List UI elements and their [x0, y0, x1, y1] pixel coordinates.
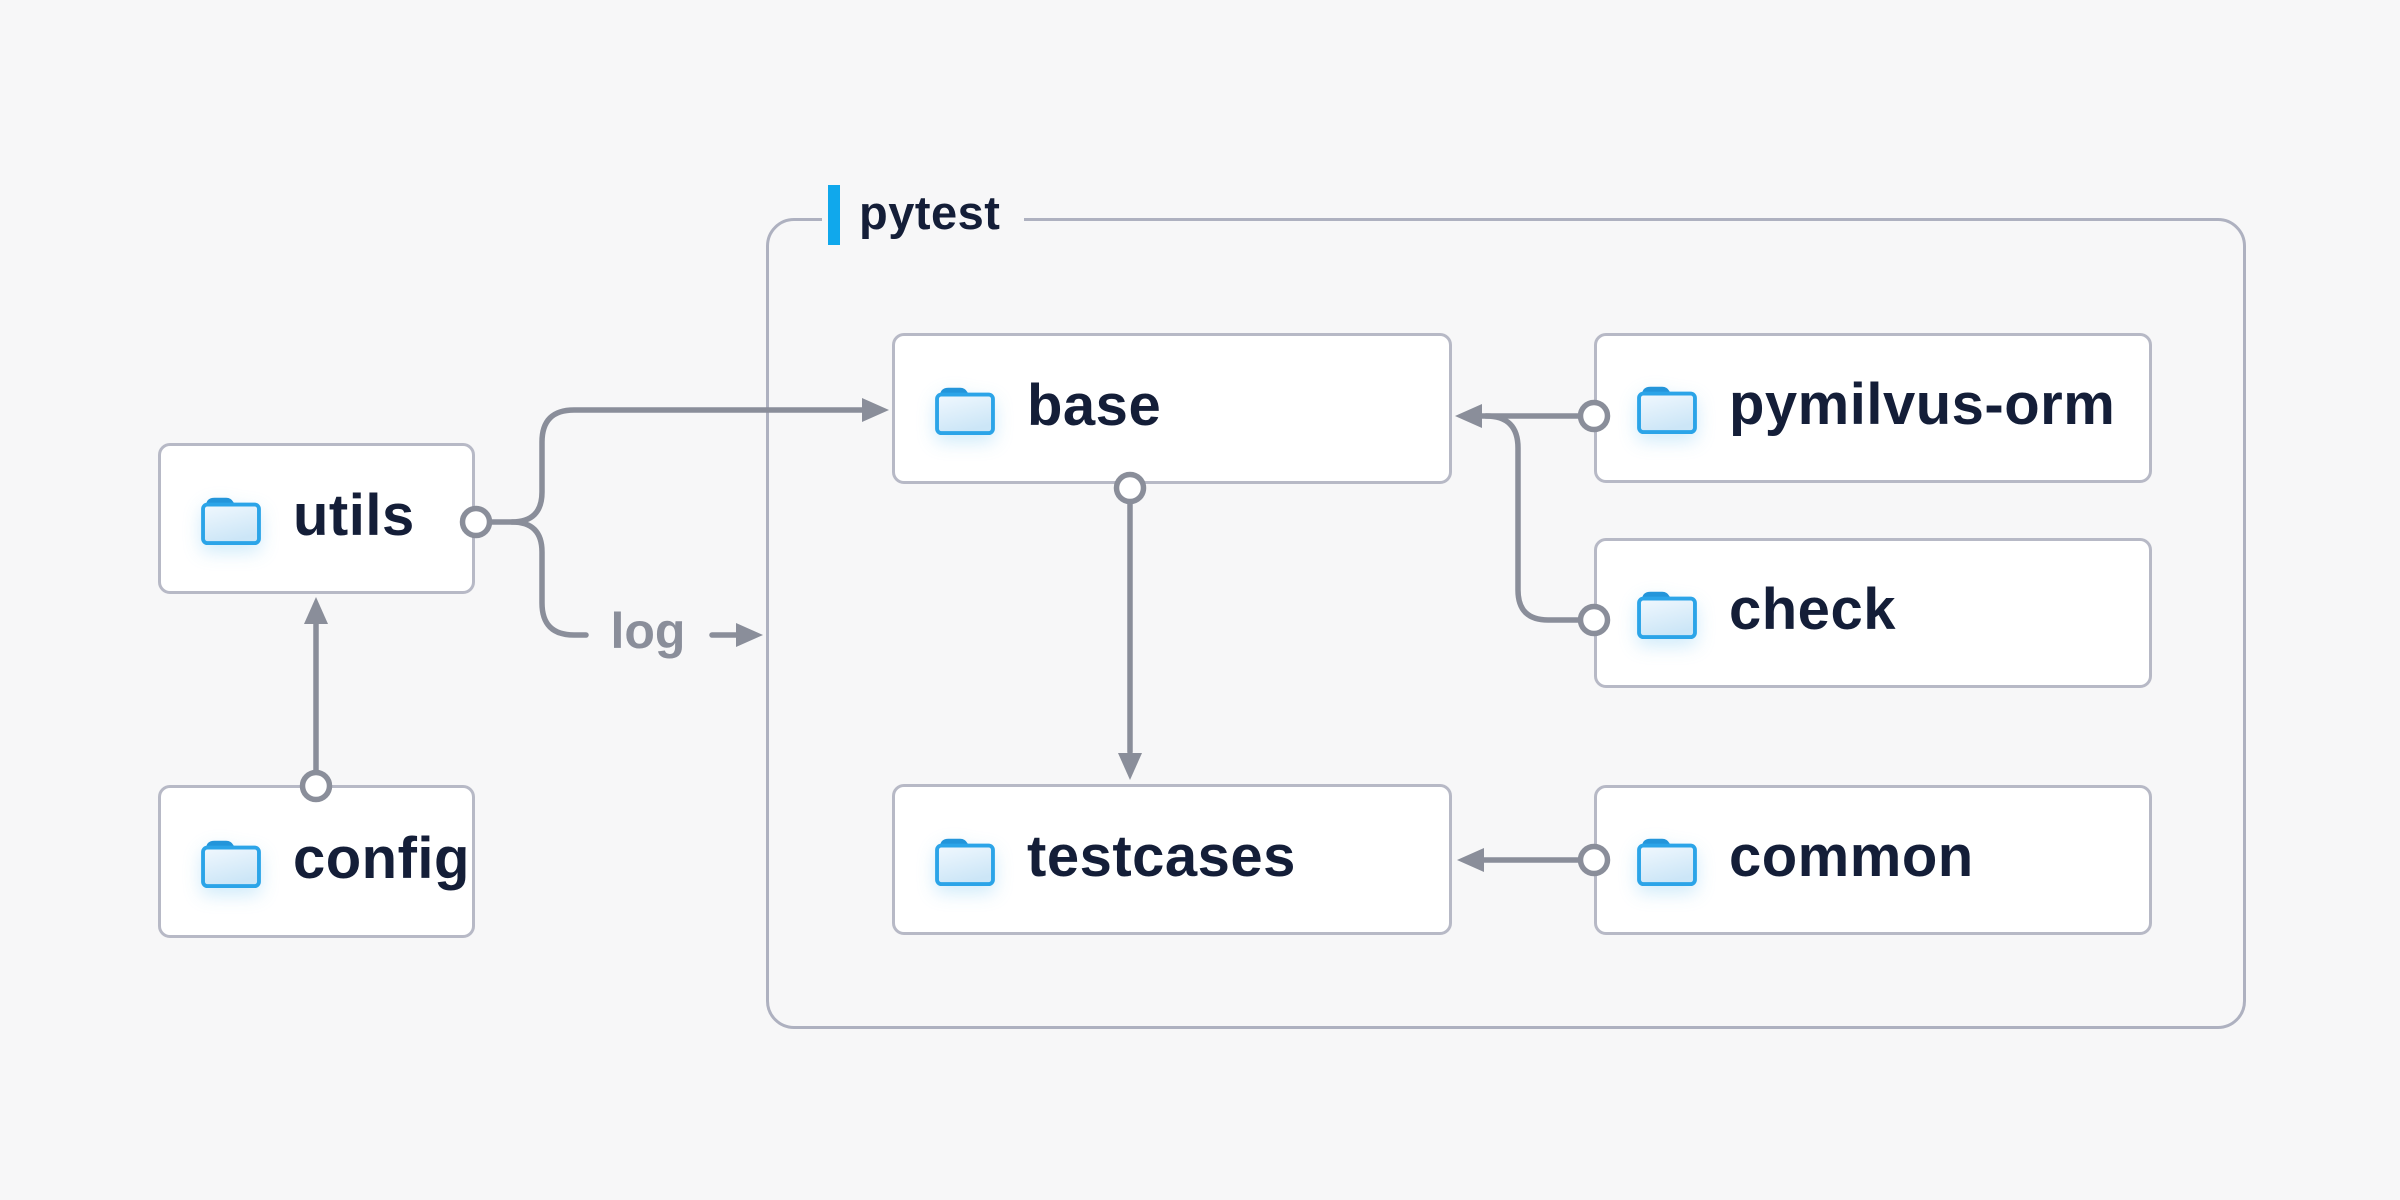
- node-pymilvus-orm-label: pymilvus-orm: [1729, 372, 2116, 437]
- node-testcases: testcases: [892, 784, 1452, 935]
- pytest-group-container: [766, 218, 2246, 1029]
- node-common: common: [1594, 785, 2152, 935]
- arrowhead-into-base-left: [862, 398, 889, 422]
- connector-dot-utils: [459, 505, 493, 539]
- edge-utils-to-log: [509, 519, 589, 638]
- connector-dot-base: [1113, 471, 1147, 505]
- node-base: base: [892, 333, 1452, 484]
- node-utils: utils: [158, 443, 475, 594]
- node-config-label: config: [293, 825, 470, 891]
- node-testcases-label: testcases: [1027, 823, 1296, 889]
- connector-dot-config: [299, 769, 333, 803]
- node-base-label: base: [1027, 372, 1162, 438]
- node-pymilvus-orm: pymilvus-orm: [1594, 333, 2152, 483]
- arrowhead-into-base-right: [1455, 404, 1482, 428]
- arrowhead-into-testcases-top: [1118, 753, 1142, 780]
- node-utils-label: utils: [293, 482, 415, 548]
- connector-dot-check: [1577, 603, 1611, 637]
- node-config: config: [158, 785, 475, 938]
- node-common-label: common: [1729, 824, 1974, 889]
- edge-check-to-base: [1483, 413, 1583, 623]
- pytest-group-title: pytest: [859, 185, 1001, 239]
- arrowhead-into-utils: [304, 597, 328, 624]
- connector-dot-common: [1577, 843, 1611, 877]
- node-check: check: [1594, 538, 2152, 688]
- pytest-group-label: pytest: [822, 182, 1025, 248]
- connector-dot-pymilvus-orm: [1577, 399, 1611, 433]
- arrowhead-log: [736, 623, 763, 647]
- arrowhead-into-testcases-right: [1457, 848, 1484, 872]
- edge-label-log: log: [610, 603, 686, 659]
- edge-utils-to-base: [487, 407, 865, 525]
- node-check-label: check: [1729, 577, 1896, 642]
- accent-bar-icon: [828, 185, 840, 245]
